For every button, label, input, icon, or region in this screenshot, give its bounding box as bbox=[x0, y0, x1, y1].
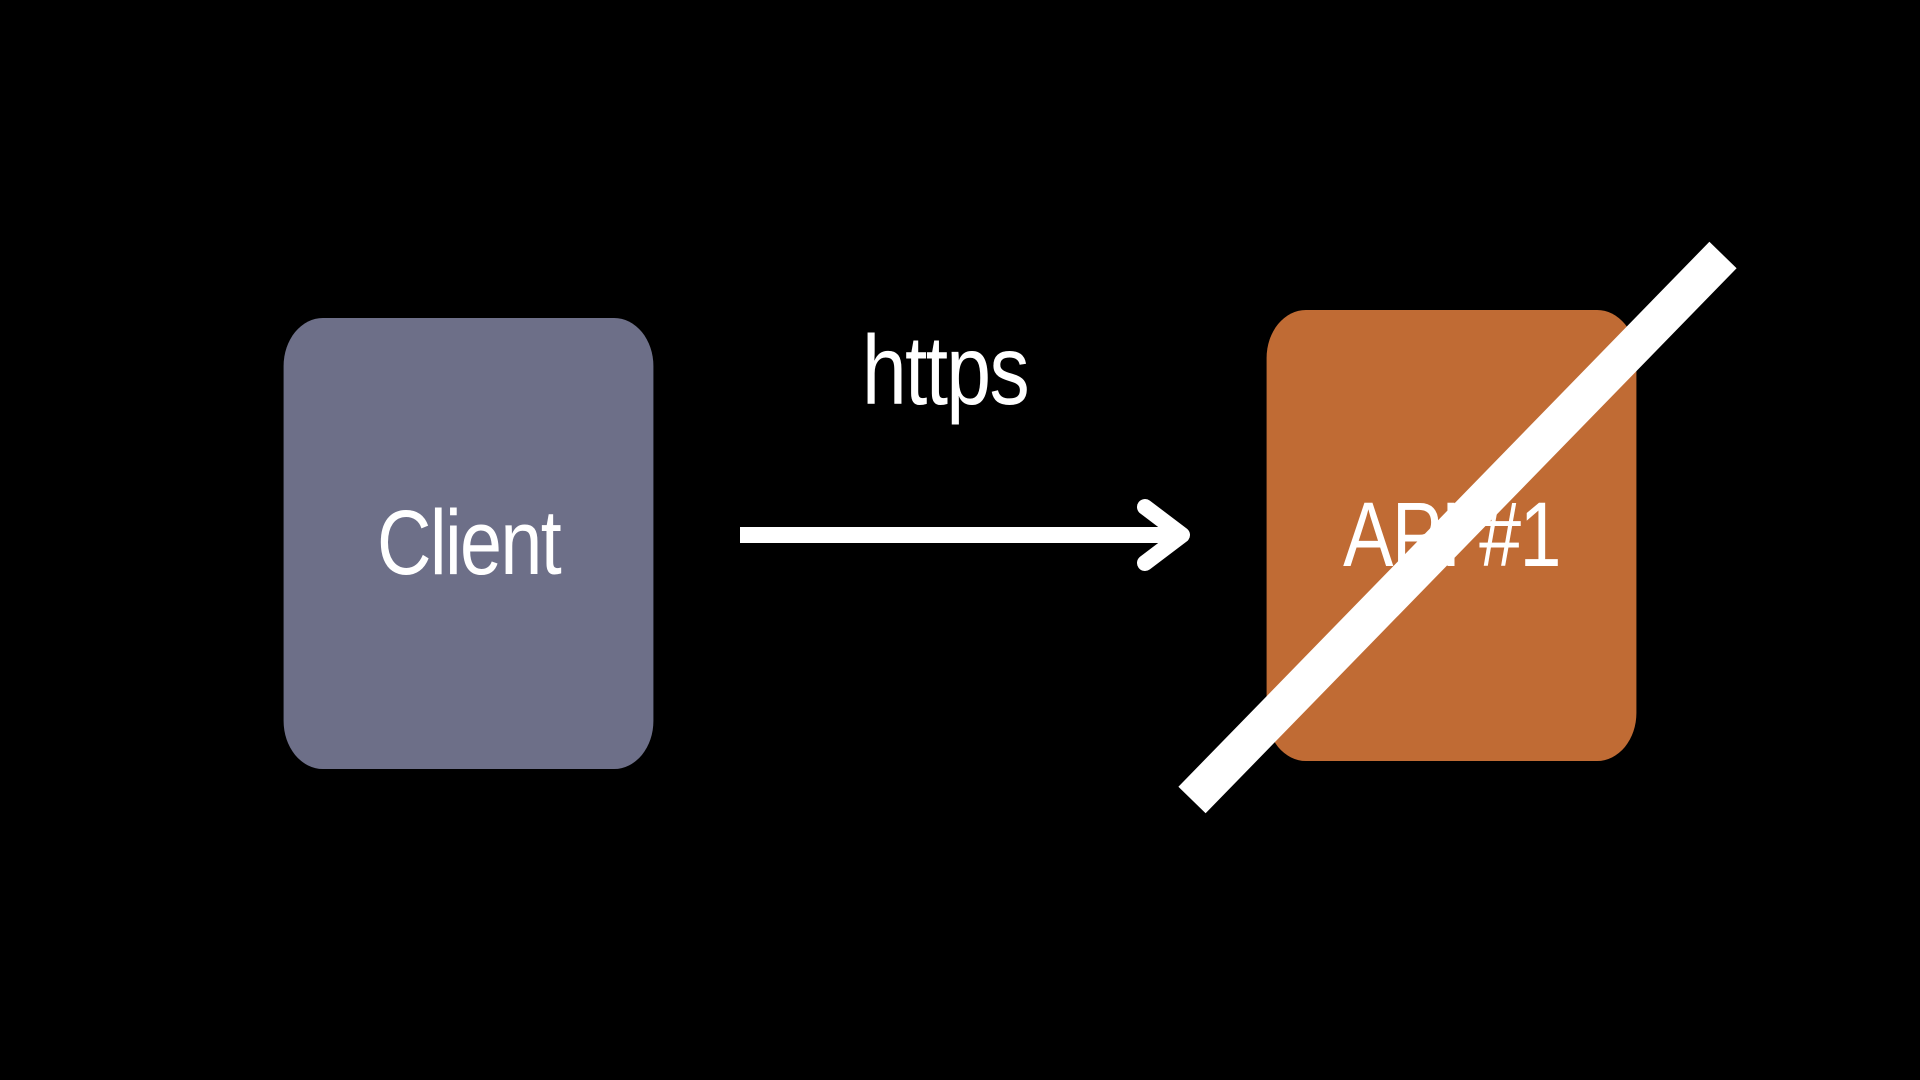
client-node-label: Client bbox=[376, 492, 562, 594]
connection-arrow bbox=[740, 499, 1190, 571]
edge-label: https bbox=[861, 315, 1030, 425]
arrow-head bbox=[1137, 499, 1190, 571]
client-node: Client bbox=[283, 318, 654, 769]
strike-through-line bbox=[1178, 241, 1737, 814]
